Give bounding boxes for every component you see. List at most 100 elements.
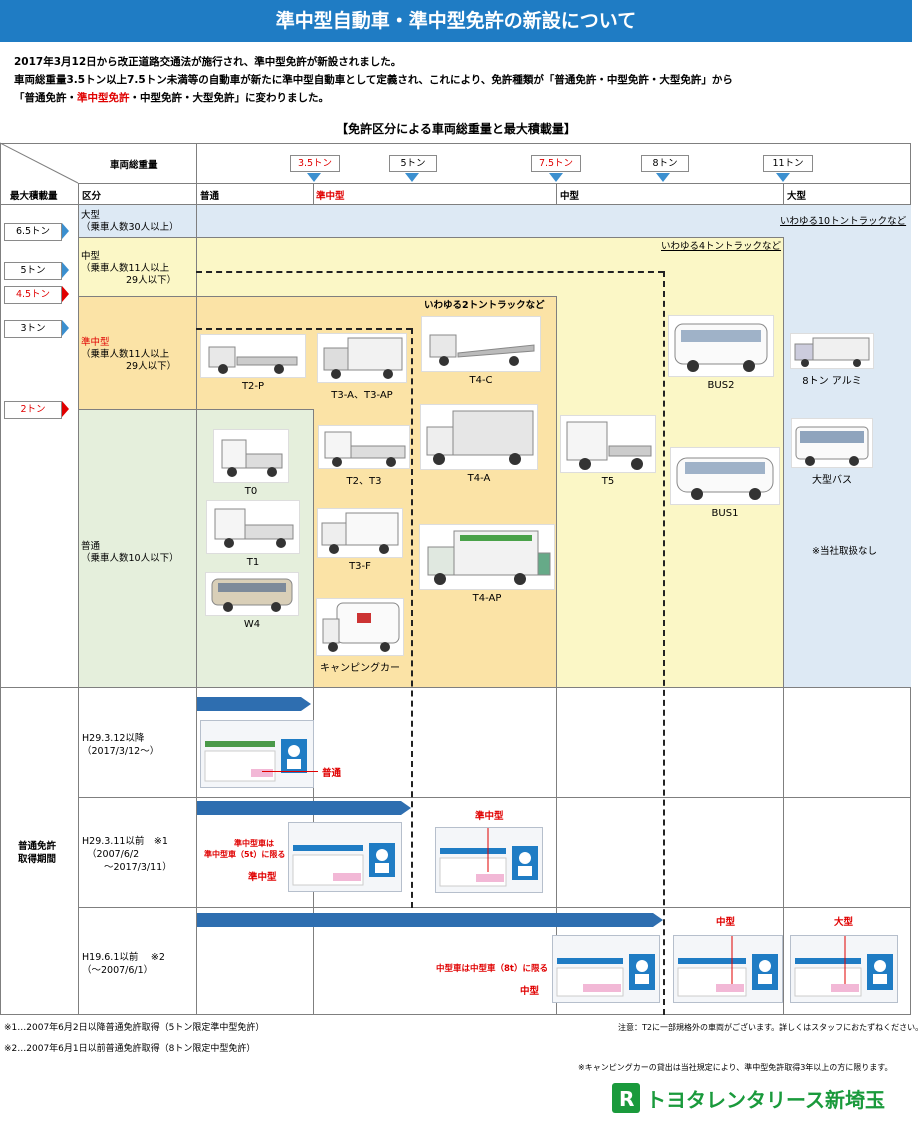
- weight-8t: 8トン: [641, 155, 689, 172]
- load-5t-marker: [62, 262, 69, 278]
- vehicle-camper: キャンピングカー: [314, 598, 406, 674]
- col-line-2: [196, 143, 197, 1015]
- class-ogata: 大型: [787, 191, 807, 202]
- dash-8t-top: [196, 271, 664, 273]
- footnote-right-1: 注意：T2に一部規格外の車両がございます。詳しくはスタッフにおたずねください。: [618, 1023, 923, 1032]
- vehicle-label: BUS2: [707, 380, 735, 391]
- license-card-icon: [204, 739, 307, 782]
- lower-col-2: [556, 687, 557, 1015]
- col-line-4: [556, 183, 557, 204]
- callout-jun-main: 準中型: [248, 872, 277, 883]
- diagonal-header: [0, 142, 79, 184]
- vehicle-label: T0: [244, 486, 258, 497]
- col-line-5: [783, 183, 784, 204]
- note-two-ton: いわゆる2トントラックなど: [424, 300, 545, 311]
- license-card-icon: [292, 843, 395, 886]
- refrigerated-truck-icon: [317, 508, 403, 558]
- coach-bus-icon: [791, 418, 873, 468]
- row-junchugata-desc2: 29人以下）: [126, 361, 177, 372]
- power-gate-truck-icon: [419, 524, 555, 590]
- intro-line-2: 車両総重量3.5トン以上7.5トン未満等の自動車が新たに準中型自動車として定義さ…: [14, 74, 733, 86]
- load-3t: 3トン: [4, 320, 62, 338]
- dash-5t-right: [411, 328, 413, 908]
- intro-line-3a: 「普通免許・: [14, 92, 77, 104]
- header-bottom: [0, 204, 911, 205]
- camper-icon: [316, 598, 404, 656]
- license-card-chu-1: [552, 935, 660, 1003]
- intro-line-3: 「普通免許・準中型免許・中型免許・大型免許」に変わりました。: [14, 90, 329, 105]
- vehicle-large-bus: 大型バス: [790, 418, 874, 486]
- vehicle-label: T2、T3: [346, 476, 382, 487]
- lower-row-1: [78, 797, 911, 798]
- vehicle-t4ap: T4-AP: [418, 524, 556, 604]
- wagon-icon: [205, 572, 299, 616]
- vehicle-t3f: T3-F: [316, 508, 404, 572]
- vehicle-label: T1: [246, 557, 260, 568]
- row-line-2: [78, 296, 556, 297]
- weight-5t-marker: [405, 173, 419, 182]
- weight-8t-marker: [656, 173, 670, 182]
- light-truck-icon: [318, 425, 410, 469]
- vehicle-t4c: T4-C: [420, 316, 542, 386]
- callout-chu-main: 中型: [520, 986, 540, 997]
- note-four-ton: いわゆる4トントラックなど: [661, 241, 782, 252]
- callout-futsu: 普通: [322, 768, 342, 779]
- license-card-chu-2: [673, 935, 783, 1003]
- aluminum-truck-icon: [790, 333, 874, 369]
- callout-jun-top: 準中型: [475, 811, 504, 822]
- small-truck-icon: [206, 500, 300, 554]
- kei-truck-icon: [213, 429, 289, 483]
- intro-line-1: 2017年3月12日から改正道路交通法が施行され、準中型免許が新設されました。: [14, 56, 402, 68]
- row-line-1: [78, 237, 783, 238]
- vehicle-t2t3: T2、T3: [318, 425, 410, 487]
- period-3-range-arrow: [197, 913, 663, 927]
- vehicle-label: T4-AP: [472, 593, 502, 604]
- vehicle-label: T4-A: [467, 473, 491, 484]
- vehicle-label: T3-A、T3-AP: [331, 390, 393, 401]
- footnote-right-2: ※キャンピングカーの貸出は当社規定により、準中型免許取得3年以上の方に限ります。: [578, 1063, 893, 1072]
- aluminum-van-truck-icon: [420, 404, 538, 470]
- callout-line-futsu: [262, 771, 318, 772]
- weight-11t-marker: [776, 173, 790, 182]
- max-load-label: 最大積載量: [10, 191, 58, 202]
- license-card-icon: [794, 936, 893, 997]
- note-ten-ton: いわゆる10トントラックなど: [780, 216, 907, 227]
- medium-truck-icon: [560, 415, 656, 473]
- category-label: 区分: [82, 191, 102, 202]
- load-6-5t: 6.5トン: [4, 223, 62, 241]
- load-2t-marker: [62, 401, 69, 417]
- footnote-1: ※1…2007年6月2日以降普通免許取得（5トン限定準中型免許）: [4, 1023, 265, 1033]
- period-2-line3: ～2017/3/11）: [104, 862, 172, 873]
- page-title: 準中型自動車・準中型免許の新設について: [0, 0, 912, 42]
- period-2-line2: （2007/6/2: [87, 849, 140, 860]
- lower-row-2: [78, 907, 911, 908]
- chu-right: [783, 237, 784, 687]
- load-2t: 2トン: [4, 401, 62, 419]
- vehicle-t0: T0: [212, 429, 290, 497]
- svg-text:R: R: [619, 1087, 634, 1111]
- license-card-ogata: [790, 935, 898, 1003]
- vehicle-t2p: T2-P: [199, 334, 307, 392]
- intro-line-3-red: 準中型免許: [77, 92, 130, 104]
- license-card-icon: [439, 828, 538, 887]
- license-heading-2: 取得期間: [18, 854, 57, 865]
- vehicle-label: T5: [601, 476, 615, 487]
- class-futsu: 普通: [200, 191, 220, 202]
- license-heading-1: 普通免許: [18, 841, 57, 852]
- dash-8t-right: [663, 271, 665, 1015]
- vehicle-8t-aluminum: 8トン アルミ: [789, 333, 875, 387]
- vehicle-w4: W4: [202, 572, 302, 630]
- section-title: 【免許区分による車両総重量と最大積載量】: [336, 122, 576, 136]
- row-junchugata-name: 準中型: [81, 337, 110, 348]
- license-card-icon: [677, 936, 778, 997]
- lower-top: [0, 687, 911, 688]
- callout-chugata: 中型: [716, 917, 736, 928]
- company-logo: R トヨタレンタリース新埼玉: [612, 1082, 908, 1114]
- callout-jun-note2: 準中型車（5t）に限る: [204, 850, 286, 859]
- logo-mark-icon: R: [612, 1083, 640, 1113]
- region-futsu-left: [78, 409, 196, 687]
- row-ogata-desc: （乗車人数30人以上）: [81, 222, 179, 233]
- row-chugata-desc1: （乗車人数11人以上: [81, 263, 170, 274]
- load-5t: 5トン: [4, 262, 62, 280]
- vehicle-bus1: BUS1: [670, 447, 780, 519]
